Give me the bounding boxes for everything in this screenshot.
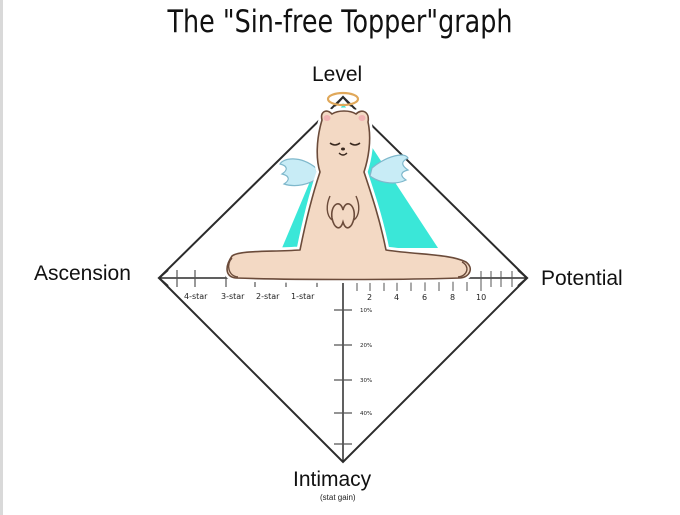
right-wing [369,154,410,184]
arm-right [353,195,360,221]
tick-label-2-star: 2-star [256,292,280,301]
right-foot [457,261,468,278]
praying-hands [330,203,356,229]
axis-sublabel-stat-gain: (stat gain) [320,493,356,502]
tick-label-10pct: 10% [360,308,372,314]
halo [326,91,360,107]
axis-label-intimacy: Intimacy [293,468,372,491]
arrow-left [157,269,169,287]
bottom-axis-ticks [334,309,352,445]
left-ear [323,115,331,121]
tick-label-40pct: 40% [360,411,372,417]
mouth [338,152,348,156]
right-eye [349,142,361,146]
tick-label-4-star: 4-star [184,292,208,301]
arrow-top [334,95,352,107]
tick-label-3-star: 3-star [221,292,245,301]
left-border [0,0,3,515]
tick-label-6: 6 [422,293,427,302]
tick-label-2: 2 [367,293,372,302]
tick-label-8: 8 [450,293,455,302]
character-body [226,110,472,281]
tick-label-10: 10 [476,293,486,302]
tick-label-20pct: 20% [360,343,372,349]
arm-left [326,195,333,221]
left-eye [329,142,341,146]
left-foot [227,257,239,278]
axis-label-ascension: Ascension [34,262,131,285]
right-ear [358,115,366,121]
ferret-angel-illustration [223,91,474,283]
tick-label-4: 4 [394,293,399,302]
tick-label-1-star: 1-star [291,292,315,301]
axis-label-potential: Potential [541,267,623,290]
axis-label-level: Level [312,63,363,86]
arrow-right [517,269,529,287]
nose [341,147,345,151]
left-wing [279,158,319,187]
chart-title: The "Sin-free Topper"graph [167,4,513,40]
tick-label-30pct: 30% [360,378,372,384]
